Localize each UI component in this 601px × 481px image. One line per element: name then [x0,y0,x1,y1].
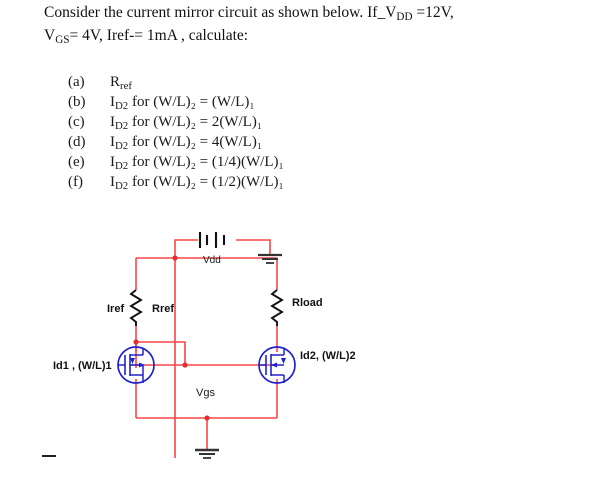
problem-line-1-part-a: Consider the current mirror circuit as s… [44,4,397,21]
resistor-rref [129,289,143,326]
circuit-diagram: Vdd Iref Rref Rload Id1 , ( [0,222,601,481]
question-marker-a: (a) [68,74,85,90]
question-list: (a) Rref (b) ID2 for (W/L)₂ = (W/L)₁ (c) ID… [68,72,488,192]
wire-vdd-left [174,239,198,458]
question-text-d: ID2 for (W/L)₂ = 4(W/L)₁ [110,134,263,153]
label-m1: Id1 , (W/L)1 [53,360,112,372]
list-item: (c) ID2 for (W/L)₂ = 2(W/L)₁ [68,112,488,132]
question-marker-c: (c) [68,114,85,130]
vdd-subscript: DD [396,11,413,24]
problem-line-2: VGS= 4V, Iref-= 1mA , calculate: [44,25,589,48]
mosfet-m2 [258,346,296,384]
question-marker-b: (b) [68,94,86,110]
question-text-b: ID2 for (W/L)₂ = (W/L)₁ [110,94,255,113]
question-text-c: ID2 for (W/L)₂ = 2(W/L)₁ [110,114,263,133]
resistor-rload [270,289,284,326]
circuit-wires [130,239,278,458]
problem-line-2-part-a: V [44,27,56,44]
label-iref: Iref [107,303,124,315]
mosfet-m1 [117,346,155,384]
problem-line-1: Consider the current mirror circuit as s… [44,2,589,25]
circuit-nodes [133,255,210,421]
resistor-rref-zigzag [129,289,143,326]
question-marker-e: (e) [68,154,85,170]
list-item: (f) ID2 for (W/L)₂ = (1/2)(W/L)₁ [68,172,488,192]
node-dot-rref-drain [133,339,139,345]
question-text-f: ID2 for (W/L)₂ = (1/2)(W/L)₁ [110,174,284,193]
problem-statement: Consider the current mirror circuit as s… [44,2,589,48]
node-dot-ground [204,415,210,421]
node-dot-gate [182,362,188,368]
mosfet-m2-body-arrow [281,358,286,364]
wire-diode-connect [136,341,186,365]
mosfet-m1-channel-arrow [139,362,145,368]
problem-line-2-part-b: = 4V, Iref-= 1mA , calculate: [69,27,249,44]
label-vgs: Vgs [196,387,215,399]
list-item: (d) ID2 for (W/L)₂ = 4(W/L)₁ [68,132,488,152]
mosfet-m2-channel-arrow [271,362,277,368]
question-text-a: Rref [110,74,132,93]
label-rload: Rload [292,297,323,309]
question-marker-f: (f) [68,174,83,190]
battery-vdd [198,232,226,248]
ground-symbol-bottom [195,448,219,459]
label-vdd: Vdd [203,255,221,266]
ground-symbol-top [258,253,282,264]
question-marker-d: (d) [68,134,86,150]
node-dot-supply [172,255,178,261]
question-text-e: ID2 for (W/L)₂ = (1/4)(W/L)₁ [110,154,284,173]
wire-vdd-right-to-gnd [236,239,271,255]
list-item: (a) Rref [68,72,488,92]
resistor-rload-zigzag [270,289,284,326]
stray-dash-mark [42,455,56,457]
label-m2: Id2, (W/L)2 [300,350,356,362]
list-item: (b) ID2 for (W/L)₂ = (W/L)₁ [68,92,488,112]
problem-line-1-part-b: =12V, [412,4,454,21]
vgs-subscript: GS [55,34,70,47]
list-item: (e) ID2 for (W/L)₂ = (1/4)(W/L)₁ [68,152,488,172]
label-rref: Rref [152,303,174,315]
mosfet-m1-body-arrow [130,358,135,364]
